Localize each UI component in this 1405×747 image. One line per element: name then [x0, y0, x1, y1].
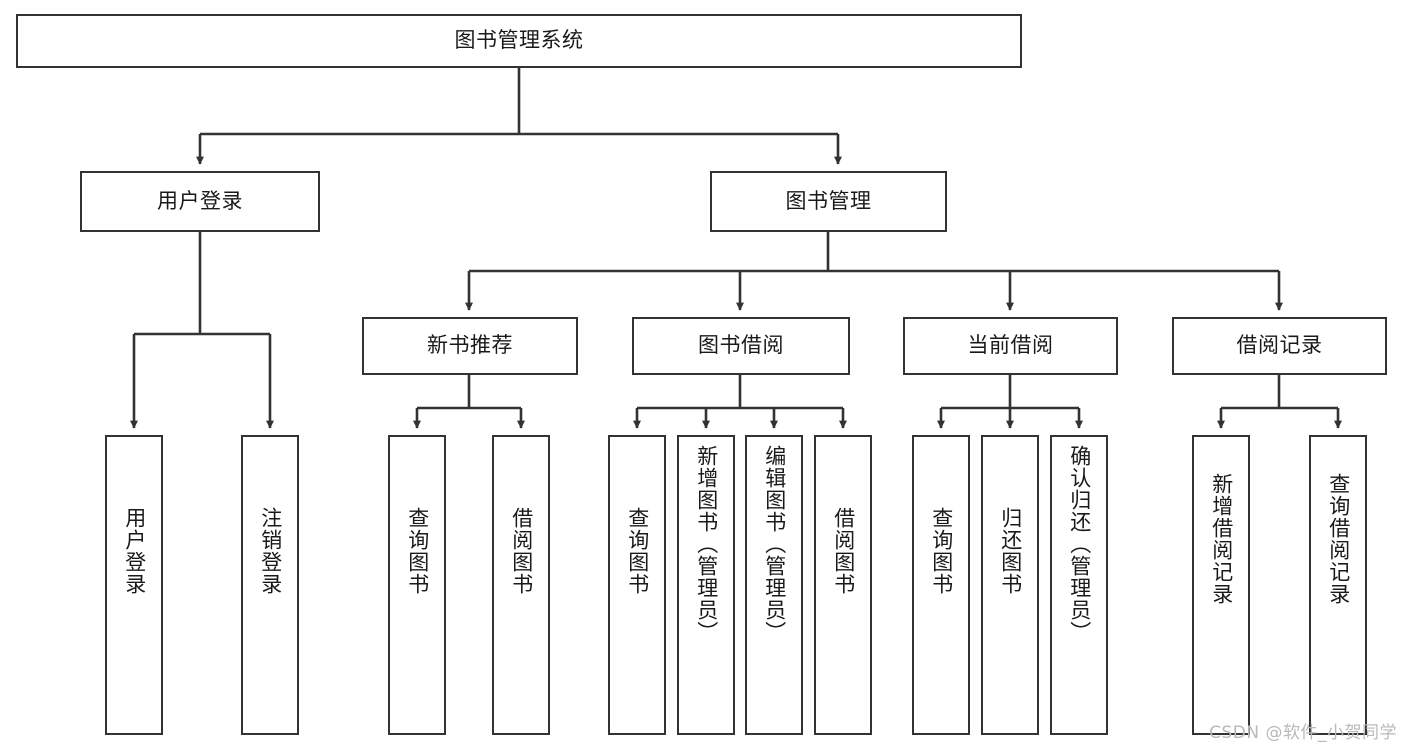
node-root-system[interactable]: 图书管理系统 [16, 14, 1022, 68]
leaf-current-return-book[interactable]: 归还图书 [981, 435, 1039, 735]
node-book-borrow[interactable]: 图书借阅 [632, 317, 850, 375]
leaf-record-add-label: 新增借阅记录 [1209, 473, 1234, 605]
node-borrow-record[interactable]: 借阅记录 [1172, 317, 1387, 375]
leaf-user-login-label: 用户登录 [122, 507, 147, 595]
node-book-management[interactable]: 图书管理 [710, 171, 947, 232]
leaf-record-query[interactable]: 查询借阅记录 [1309, 435, 1367, 735]
node-new-book-recommend[interactable]: 新书推荐 [362, 317, 578, 375]
leaf-record-query-label: 查询借阅记录 [1326, 473, 1351, 605]
leaf-current-query-book-label: 查询图书 [929, 507, 954, 595]
leaf-new-book-borrow[interactable]: 借阅图书 [492, 435, 550, 735]
leaf-borrow-borrow-book[interactable]: 借阅图书 [814, 435, 872, 735]
leaf-borrow-add-book[interactable]: 新增图书（管理员） [677, 435, 735, 735]
leaf-new-book-query-label: 查询图书 [405, 507, 430, 595]
leaf-user-login[interactable]: 用户登录 [105, 435, 163, 735]
node-user-login[interactable]: 用户登录 [80, 171, 320, 232]
node-book-borrow-label: 图书借阅 [698, 333, 784, 358]
node-current-borrow-label: 当前借阅 [967, 333, 1054, 358]
leaf-borrow-add-book-label: 新增图书（管理员） [694, 445, 719, 643]
leaf-new-book-borrow-label: 借阅图书 [509, 507, 534, 595]
leaf-borrow-borrow-book-label: 借阅图书 [831, 507, 856, 595]
node-current-borrow[interactable]: 当前借阅 [903, 317, 1118, 375]
leaf-new-book-query[interactable]: 查询图书 [388, 435, 446, 735]
leaf-borrow-edit-book-label: 编辑图书（管理员） [762, 445, 787, 643]
leaf-record-add[interactable]: 新增借阅记录 [1192, 435, 1250, 735]
node-root-label: 图书管理系统 [454, 28, 584, 53]
node-user-login-label: 用户登录 [157, 188, 243, 213]
leaf-borrow-query-book-label: 查询图书 [625, 507, 650, 595]
watermark-text: CSDN @软件_小贺同学 [1209, 723, 1397, 743]
leaf-current-confirm-return-label: 确认归还（管理员） [1067, 445, 1092, 643]
leaf-current-return-book-label: 归还图书 [998, 507, 1023, 595]
leaf-borrow-query-book[interactable]: 查询图书 [608, 435, 666, 735]
node-new-book-recommend-label: 新书推荐 [427, 333, 513, 358]
leaf-logout[interactable]: 注销登录 [241, 435, 299, 735]
node-book-management-label: 图书管理 [785, 188, 872, 213]
leaf-borrow-edit-book[interactable]: 编辑图书（管理员） [745, 435, 803, 735]
node-borrow-record-label: 借阅记录 [1236, 333, 1323, 358]
leaf-current-query-book[interactable]: 查询图书 [912, 435, 970, 735]
leaf-current-confirm-return[interactable]: 确认归还（管理员） [1050, 435, 1108, 735]
leaf-logout-label: 注销登录 [258, 507, 283, 595]
